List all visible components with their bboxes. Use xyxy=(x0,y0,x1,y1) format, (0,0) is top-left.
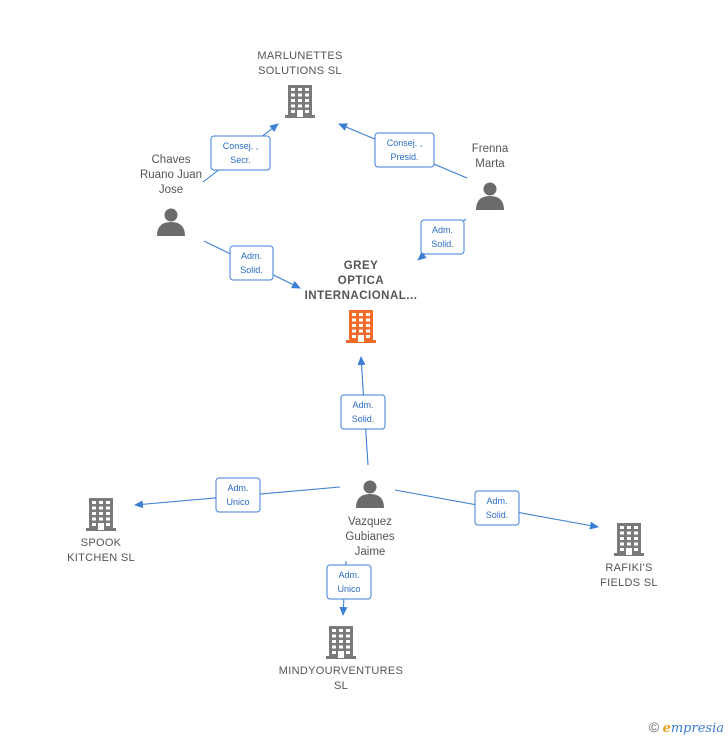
edge-label-text: Unico xyxy=(337,584,360,594)
node-label: FIELDS SL xyxy=(600,577,658,589)
edge-label-box[interactable]: Adm. Solid. xyxy=(420,219,465,255)
node-label: Vazquez xyxy=(348,516,392,528)
person-icon[interactable] xyxy=(476,182,504,211)
edge-chaves-grey: Adm. Solid. xyxy=(203,240,301,289)
node-label: Marta xyxy=(475,158,505,170)
building-icon[interactable] xyxy=(86,498,116,531)
edge-label-text: Adm. xyxy=(432,225,453,235)
edge-vazquez-rafikis: Adm. Solid. xyxy=(394,489,599,530)
edge-label-text: Adm. xyxy=(338,570,359,580)
node-grey[interactable]: GREY OPTICA INTERNACIONAL... xyxy=(305,260,418,343)
edge-label-box[interactable]: Consej. , Presid. xyxy=(374,132,435,168)
node-label: Frenna xyxy=(472,143,509,155)
edge-label-text: Solid. xyxy=(352,414,375,424)
node-label: GREY xyxy=(344,260,379,272)
edge-label-text: Solid. xyxy=(431,239,454,249)
node-label: MINDYOURVENTURES xyxy=(279,665,403,677)
building-icon[interactable] xyxy=(326,626,356,659)
copyright-symbol: © xyxy=(648,719,660,735)
edge-label-text: Consej. , xyxy=(387,138,423,148)
building-icon[interactable] xyxy=(285,85,315,118)
focus-building-icon[interactable] xyxy=(346,310,376,343)
node-label: MARLUNETTES xyxy=(257,50,342,62)
empresia-logo[interactable]: empresia xyxy=(662,721,724,736)
person-icon[interactable] xyxy=(356,480,384,509)
edge-frenna-grey: Adm. Solid. xyxy=(417,218,467,261)
edge-label-box[interactable]: Adm. Solid. xyxy=(474,490,520,526)
node-label: SPOOK xyxy=(81,537,122,549)
node-label: Gubianes xyxy=(345,531,394,543)
person-icon[interactable] xyxy=(157,208,185,237)
edge-vazquez-grey: Adm. Solid. xyxy=(340,356,386,466)
node-label: Ruano Juan xyxy=(140,169,202,181)
edge-label-box[interactable]: Adm. Unico xyxy=(215,477,261,513)
node-label: SL xyxy=(334,680,348,692)
node-marlunettes[interactable]: MARLUNETTES SOLUTIONS SL xyxy=(257,50,342,118)
node-label: RAFIKI'S xyxy=(605,562,652,574)
node-label: OPTICA xyxy=(338,275,384,287)
edge-label-text: Unico xyxy=(226,497,249,507)
edge-label-text: Adm. xyxy=(241,251,262,261)
edge-label-text: Adm. xyxy=(352,400,373,410)
node-label: SOLUTIONS SL xyxy=(258,65,342,77)
edge-label-text: Solid. xyxy=(486,510,509,520)
node-label: KITCHEN SL xyxy=(67,552,135,564)
edge-label-text: Presid. xyxy=(390,152,418,162)
edge-vazquez-spook: Adm. Unico xyxy=(134,477,341,513)
node-label: Chaves xyxy=(152,154,191,166)
edge-label-text: Solid. xyxy=(240,265,263,275)
edge-label-box[interactable]: Adm. Unico xyxy=(326,564,372,600)
edge-label-text: Consej. , xyxy=(223,141,259,151)
edge-label-box[interactable]: Adm. Solid. xyxy=(229,245,274,281)
node-spook[interactable]: SPOOK KITCHEN SL xyxy=(67,498,135,564)
node-mindyourventures[interactable]: MINDYOURVENTURES SL xyxy=(279,626,403,692)
edge-label-text: Adm. xyxy=(486,496,507,506)
building-icon[interactable] xyxy=(614,523,644,556)
edge-label-box[interactable]: Adm. Solid. xyxy=(340,394,386,430)
edge-label-text: Adm. xyxy=(227,483,248,493)
node-label: Jaime xyxy=(355,546,386,558)
edge-label-box[interactable]: Consej. , Secr. xyxy=(210,135,271,171)
node-label: Jose xyxy=(159,184,183,196)
edge-label-text: Secr. xyxy=(230,155,251,165)
node-rafikis[interactable]: RAFIKI'S FIELDS SL xyxy=(600,523,658,589)
edge-frenna-marlunettes: Consej. , Presid. xyxy=(338,123,468,179)
edge-chaves-marlunettes: Consej. , Secr. xyxy=(202,123,279,183)
footer-brand: © empresia xyxy=(649,719,724,736)
edge-vazquez-mindyourventures: Adm. Unico xyxy=(326,560,372,616)
node-label: INTERNACIONAL... xyxy=(305,290,418,302)
